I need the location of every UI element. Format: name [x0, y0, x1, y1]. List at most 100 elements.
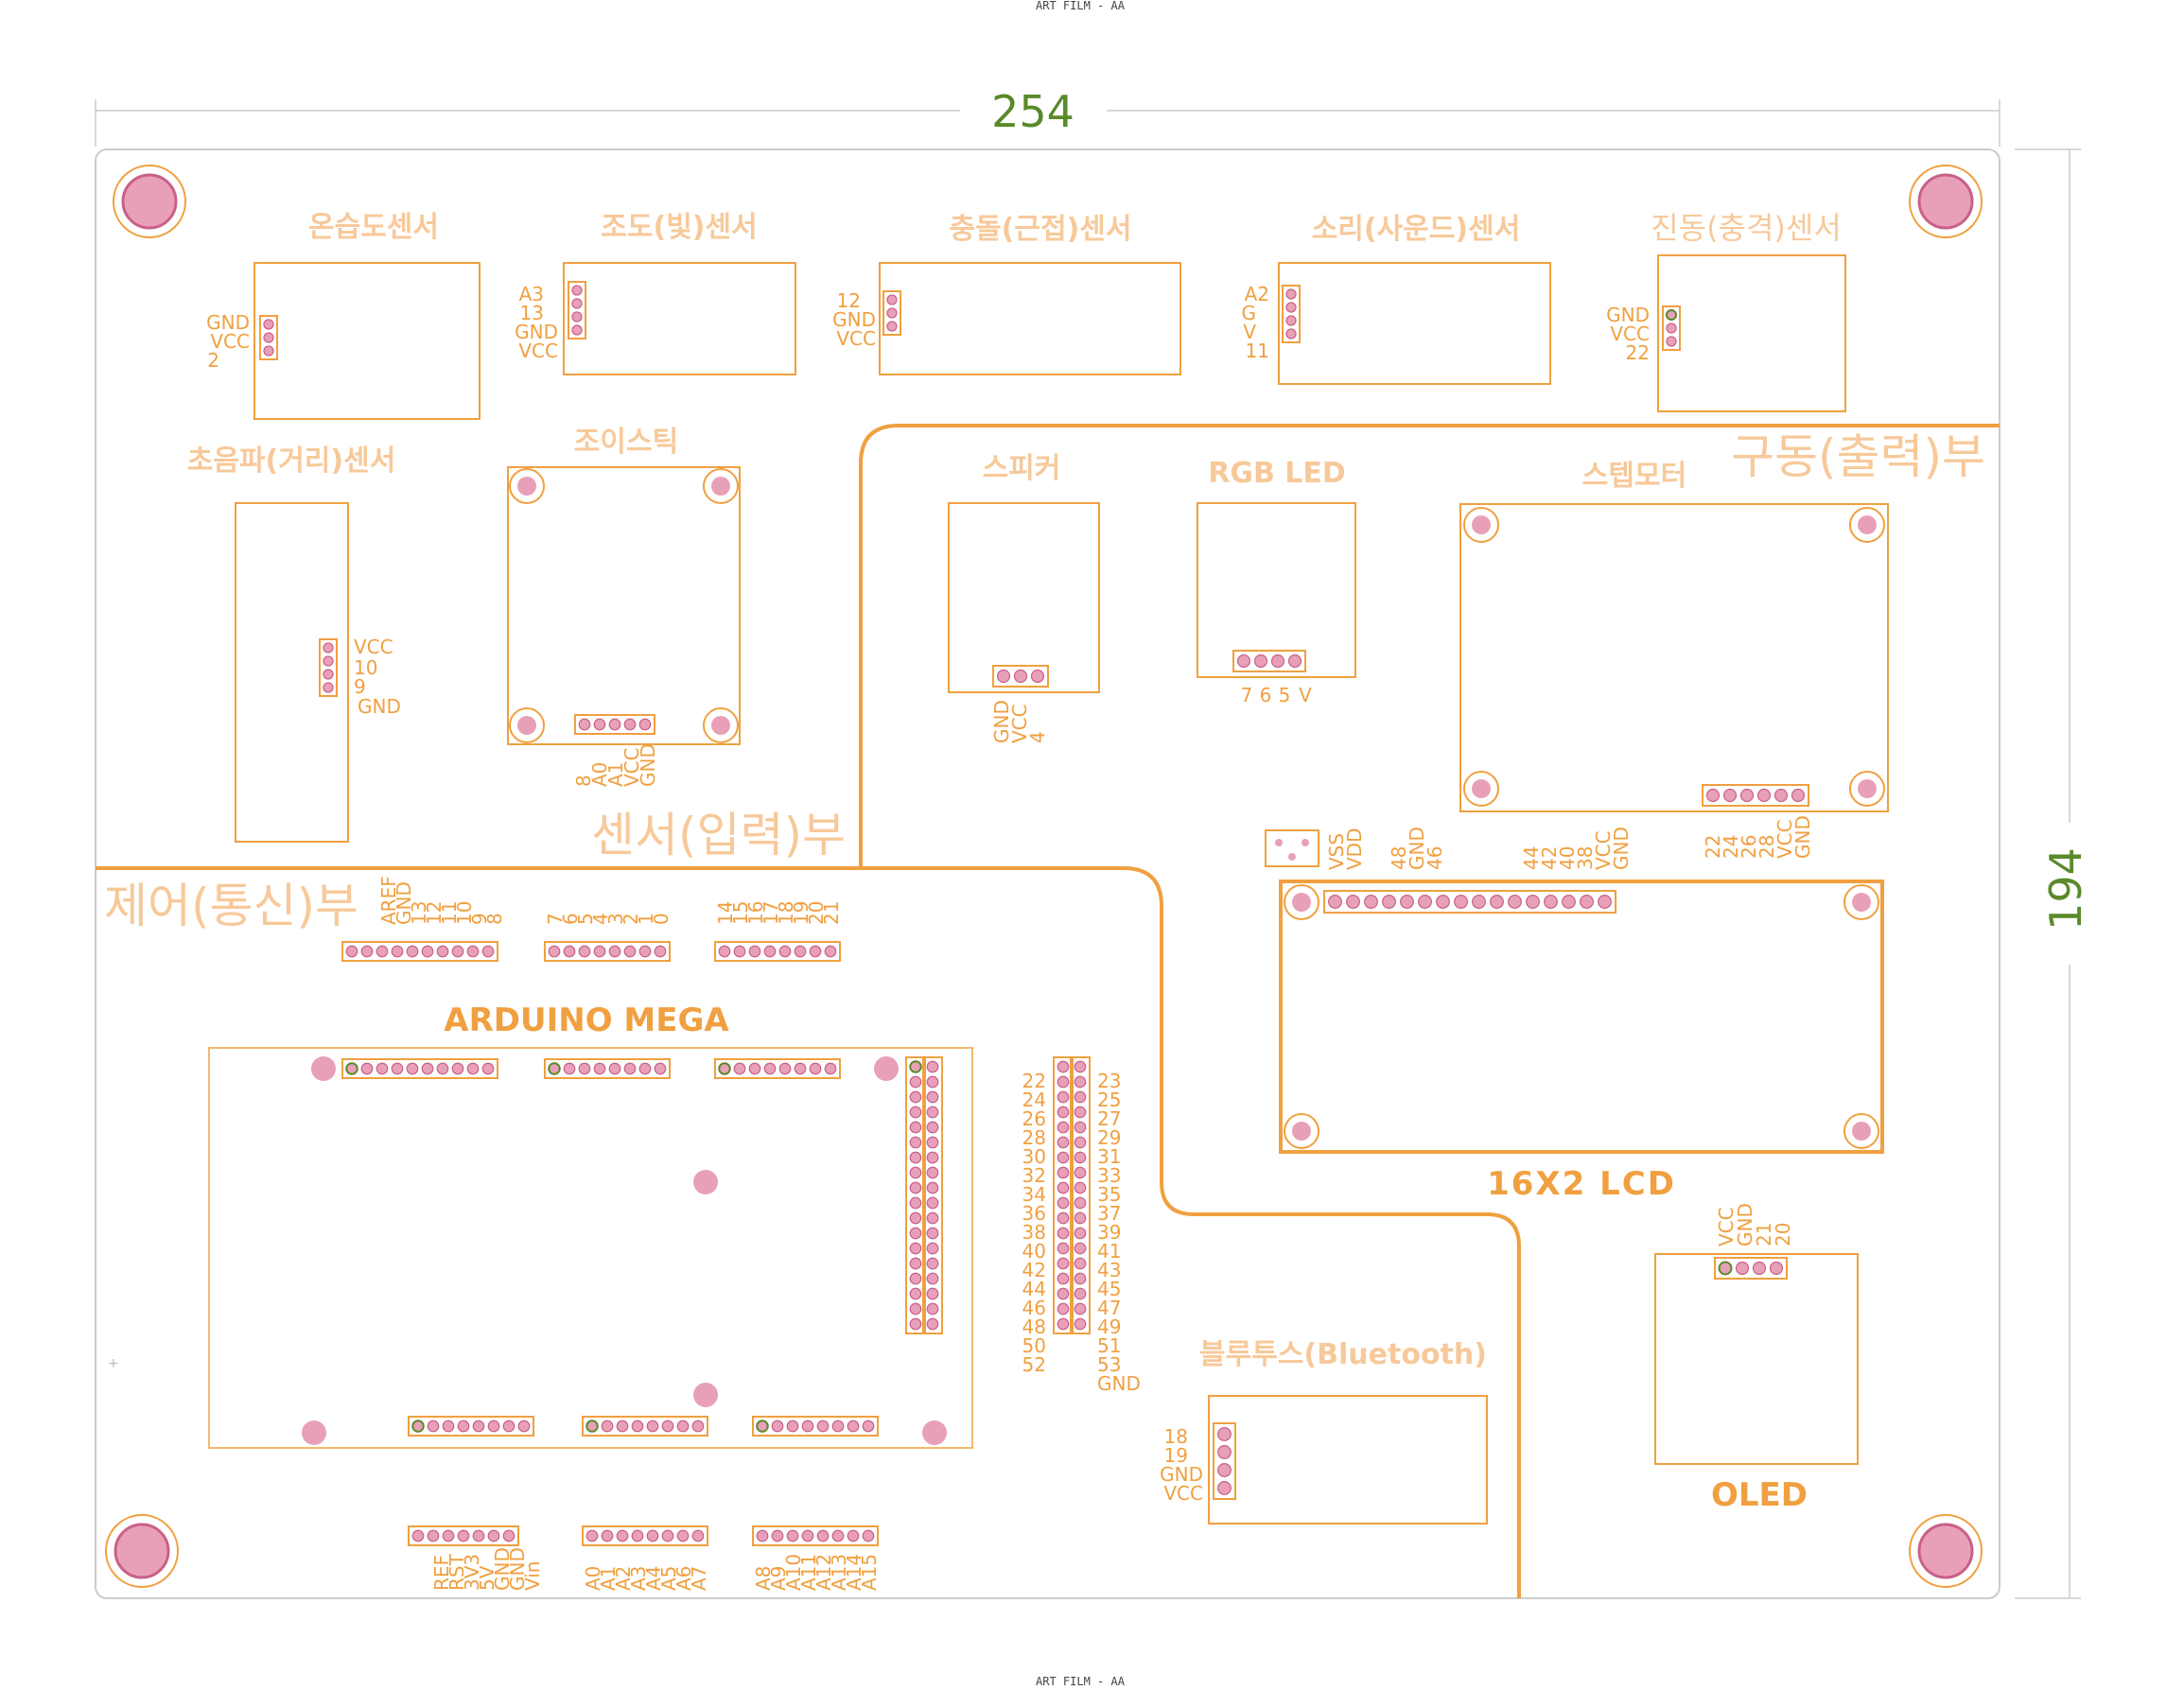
mounting-hole-bottom-left	[105, 1514, 179, 1588]
pin-label: 51	[1097, 1334, 1121, 1357]
pin-pad	[847, 1529, 860, 1542]
pin-label: GND	[1097, 1372, 1141, 1395]
pin-label: 20	[805, 901, 828, 925]
pin-pad	[457, 1529, 470, 1542]
pin-label: 40	[1556, 846, 1579, 870]
pin-label: A9	[767, 1566, 790, 1591]
pin-pad	[502, 1420, 515, 1433]
pin-pad	[661, 1529, 674, 1542]
pin-pad	[391, 945, 404, 958]
pin-label: 5	[1279, 684, 1291, 706]
pin-label: A15	[858, 1554, 881, 1591]
pin-pad	[909, 1302, 922, 1315]
stepper-module	[1459, 503, 1889, 812]
pin-pad	[847, 1420, 860, 1433]
pin-pad	[1074, 1227, 1087, 1240]
pin-pad	[654, 1062, 667, 1075]
pin-label: VCC	[1610, 322, 1650, 345]
pin-pad	[1074, 1257, 1087, 1270]
pin-label: 42	[1022, 1259, 1046, 1281]
pin-pad	[421, 945, 434, 958]
pin-pad	[585, 1529, 599, 1542]
pin-pad	[824, 945, 837, 958]
pin-pad	[909, 1242, 922, 1255]
pin-label: 2	[620, 913, 642, 925]
pin-pad	[926, 1196, 939, 1210]
pin-pad	[442, 1420, 455, 1433]
pin-pad	[926, 1181, 939, 1194]
pin-label: VCC	[210, 330, 250, 353]
pin-pad	[623, 1062, 637, 1075]
pin-header-outline	[1053, 1056, 1074, 1334]
pin-pad	[718, 945, 731, 958]
arduino-title: ARDUINO MEGA	[444, 1002, 729, 1039]
pin-label: 36	[1022, 1202, 1046, 1225]
pin-pad	[1057, 1302, 1070, 1315]
pin-header-outline	[408, 1416, 534, 1437]
pin-pad	[801, 1420, 814, 1433]
pin-pad	[1285, 288, 1297, 300]
header-film-label: ART FILM - AA	[1036, 0, 1126, 12]
pin-pad	[718, 1062, 731, 1075]
pin-label: A11	[797, 1554, 820, 1591]
pin-label: 21	[1753, 1223, 1775, 1246]
pin-pad	[1057, 1075, 1070, 1089]
pin-label: 5	[574, 913, 597, 925]
pin-label: 52	[1022, 1353, 1046, 1376]
pin-pad	[376, 945, 389, 958]
pin-pad	[1074, 1287, 1087, 1300]
pin-pad	[926, 1302, 939, 1315]
pin-label: A6	[673, 1566, 695, 1591]
pin-pad	[1665, 308, 1678, 322]
pin-pad	[548, 1062, 561, 1075]
pin-label: 23	[1097, 1070, 1121, 1092]
pin-pad	[406, 1062, 419, 1075]
pin-pad	[909, 1196, 922, 1210]
pin-pad	[436, 1062, 449, 1075]
pin-pad	[763, 1062, 777, 1075]
pin-label: 46	[1022, 1297, 1046, 1319]
pin-label: 22	[1022, 1070, 1046, 1092]
joystick-module	[507, 466, 741, 745]
pin-pad	[466, 1062, 480, 1075]
pin-pad	[816, 1529, 830, 1542]
pin-pad	[909, 1317, 922, 1331]
pin-pad	[1752, 1261, 1767, 1276]
pin-pad	[756, 1420, 769, 1433]
pin-label: VCC	[836, 327, 876, 350]
pin-pad	[1217, 1463, 1232, 1477]
pin-pad	[517, 1420, 531, 1433]
pin-label: 42	[1538, 846, 1561, 870]
pin-pad	[263, 345, 274, 357]
pin-pad	[548, 945, 561, 958]
pin-pad	[748, 1062, 761, 1075]
pin-pad	[481, 945, 495, 958]
pin-label: 6	[559, 913, 582, 925]
pin-header-outline	[582, 1525, 708, 1546]
pin-pad	[1287, 653, 1302, 669]
pin-pad	[1057, 1151, 1070, 1164]
pin-pad	[909, 1257, 922, 1270]
pin-pad	[786, 1529, 799, 1542]
arduino-mounting-holes	[302, 1056, 947, 1445]
pin-pad	[571, 311, 583, 322]
pin-pad	[593, 718, 606, 731]
pin-pad	[1285, 302, 1297, 313]
pin-label: V	[1243, 321, 1256, 343]
pin-label: 0	[650, 913, 673, 925]
pin-label: 28	[1756, 835, 1778, 859]
pin-pad	[472, 1420, 485, 1433]
mounting-hole-top-right	[1909, 165, 1983, 238]
pin-label: 4	[589, 913, 612, 925]
pin-pad	[1074, 1090, 1087, 1104]
pin-label: 12	[837, 289, 861, 312]
pin-label: VCC	[1592, 830, 1615, 870]
pin-pad	[601, 1529, 614, 1542]
pin-pad	[263, 319, 274, 330]
pin-pad	[909, 1166, 922, 1179]
pin-label: 34	[1022, 1183, 1046, 1206]
pin-pad	[345, 945, 358, 958]
pin-pad	[809, 1062, 822, 1075]
pin-label: 48	[1022, 1315, 1046, 1338]
